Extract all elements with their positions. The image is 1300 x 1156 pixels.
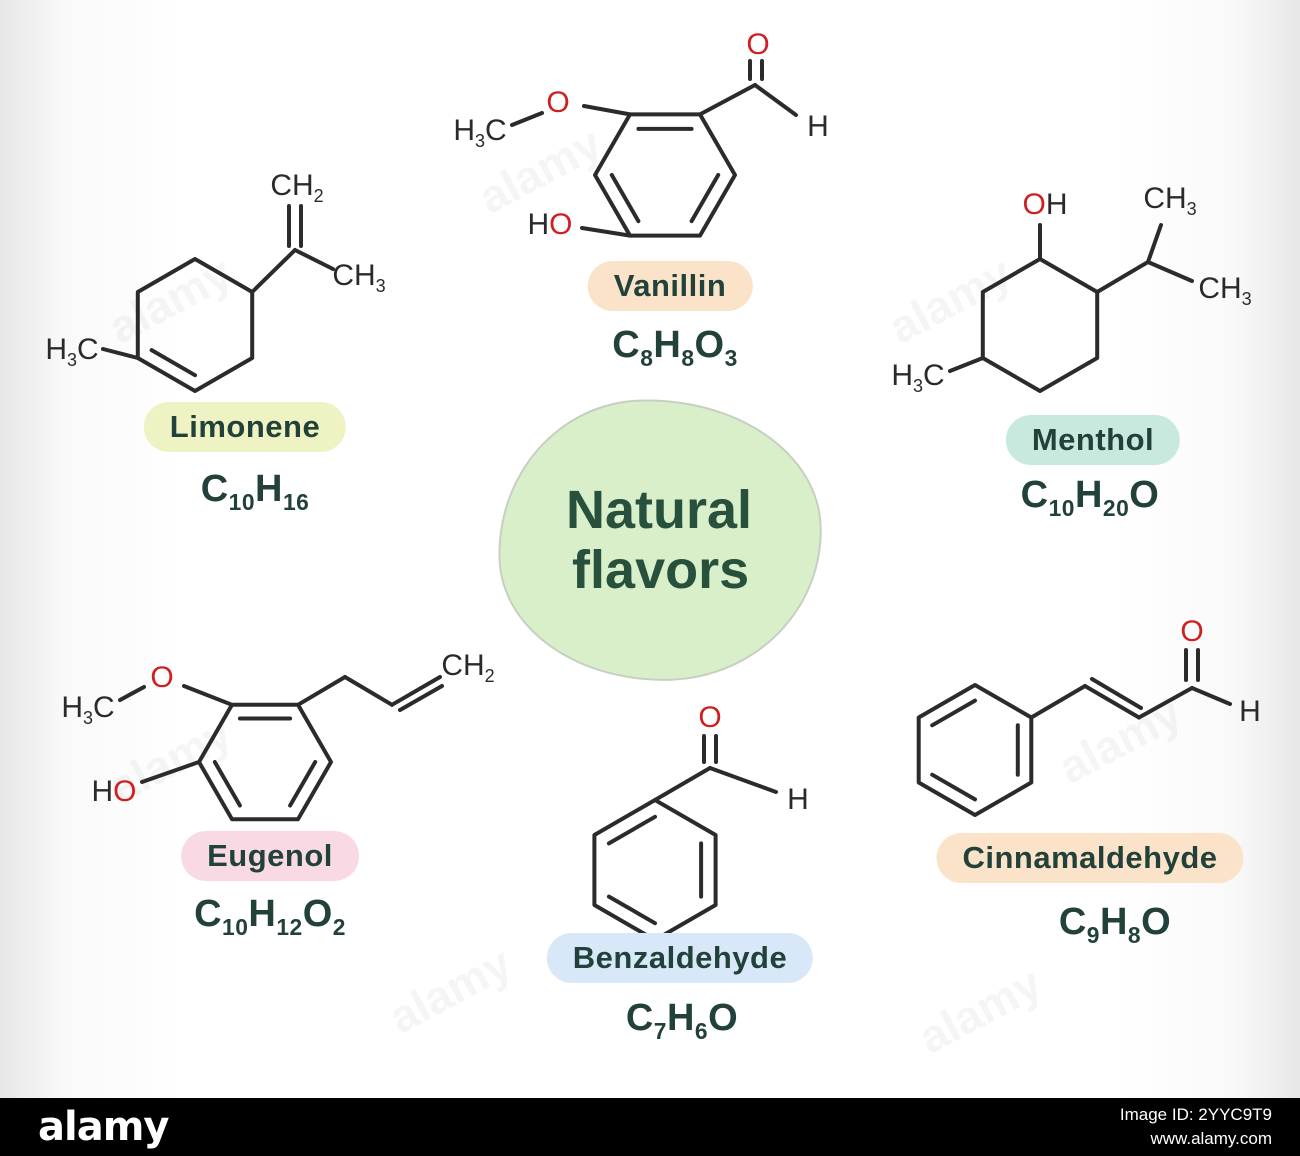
alamy-logo: alamy	[38, 1104, 169, 1150]
limonene-structure: CH2 CH3 H3C	[35, 150, 405, 420]
ring-double-bond	[606, 814, 657, 846]
ring-double-bond	[609, 173, 641, 224]
cyclohexene-ring	[135, 257, 255, 393]
limonene-bonds	[101, 204, 335, 393]
cinnamaldehyde-formula: C9H8O	[1058, 901, 1172, 948]
vanillin-formula: C8H8O3	[612, 324, 738, 371]
limonene-formula: C10H16	[200, 468, 310, 515]
benzene-ring	[197, 702, 333, 822]
atom-label-ch3: CH3	[1198, 272, 1252, 309]
atom-label-o: O	[698, 701, 722, 734]
benzene-ring	[592, 798, 718, 942]
benzaldehyde-name-pill: Benzaldehyde	[546, 933, 814, 983]
atom-label-o: O	[1180, 615, 1204, 648]
eugenol-formula: C10H12O2	[194, 893, 346, 940]
benzene-ring	[593, 112, 737, 238]
watermark-footer-bar: alamy Image ID: 2YYC9T9 www.alamy.com	[0, 1098, 1300, 1156]
atom-label-ch2: CH2	[441, 649, 495, 686]
ring-double-bond	[212, 760, 242, 808]
atom-label-o: O	[150, 661, 174, 694]
atom-label-h3c: H3C	[61, 691, 115, 728]
atom-label-o: O	[546, 86, 570, 119]
atom-label-ch2: CH2	[270, 169, 324, 206]
benzene-ring	[916, 683, 1034, 817]
methoxy-group	[118, 684, 234, 707]
limonene-name-pill: Limonene	[143, 402, 347, 452]
ring-double-bond	[288, 760, 318, 808]
methyl-bond	[101, 347, 140, 360]
methoxy-group	[510, 104, 632, 127]
vanillin-bonds	[510, 59, 798, 238]
ring-double-bond	[149, 348, 197, 378]
aldehyde-group	[698, 59, 798, 117]
ring-double-bond	[930, 698, 977, 728]
title-line-2: flavors	[572, 539, 750, 600]
image-id: Image ID: 2YYC9T9	[1119, 1105, 1272, 1125]
atom-label-h3c: H3C	[45, 333, 99, 370]
hydroxyl-bond	[140, 760, 201, 784]
cyclohexane-ring	[980, 257, 1100, 393]
allyl-group	[296, 675, 444, 712]
atom-label-o: O	[746, 28, 770, 61]
ring-double-bond	[689, 173, 721, 224]
ring-double-bond	[606, 894, 657, 926]
atom-label-ch3: CH3	[1143, 182, 1197, 219]
isopropyl-group	[1095, 223, 1194, 294]
watermark-text: alamy	[910, 956, 1050, 1064]
atom-label-h: H	[1239, 695, 1261, 728]
atom-label-h3c: H3C	[891, 359, 945, 396]
center-title-blob: Natural flavors	[493, 393, 827, 687]
atom-label-h: H	[787, 783, 809, 816]
atom-label-h3c: H3C	[453, 114, 507, 151]
image-meta: Image ID: 2YYC9T9 www.alamy.com	[1120, 1103, 1272, 1151]
menthol-name-pill: Menthol	[1005, 415, 1181, 465]
title-line-1: Natural	[565, 479, 752, 540]
atom-label-ch3: CH3	[332, 259, 386, 296]
propenal-chain	[1029, 648, 1232, 720]
methyl-bond	[948, 356, 985, 373]
hydroxyl-bond	[580, 226, 632, 238]
eugenol-name-pill: Eugenol	[181, 831, 359, 881]
aldehyde-group	[653, 734, 778, 802]
site-url: www.alamy.com	[1150, 1129, 1272, 1148]
menthol-bonds	[948, 223, 1194, 393]
eugenol-bonds	[118, 675, 444, 822]
cinnamaldehyde-name-pill: Cinnamaldehyde	[936, 833, 1244, 883]
vanillin-name-pill: Vanillin	[587, 261, 753, 311]
cinnamaldehyde-structure: O H	[890, 600, 1270, 850]
watermark-text: alamy	[380, 936, 520, 1044]
cinnamaldehyde-bonds	[916, 648, 1232, 817]
ring-double-bond	[930, 772, 977, 802]
benzaldehyde-formula: C7H6O	[625, 997, 739, 1044]
isopropenyl-group	[250, 204, 335, 294]
atom-label-h: H	[807, 110, 829, 143]
menthol-formula: C10H20O	[1020, 474, 1160, 521]
